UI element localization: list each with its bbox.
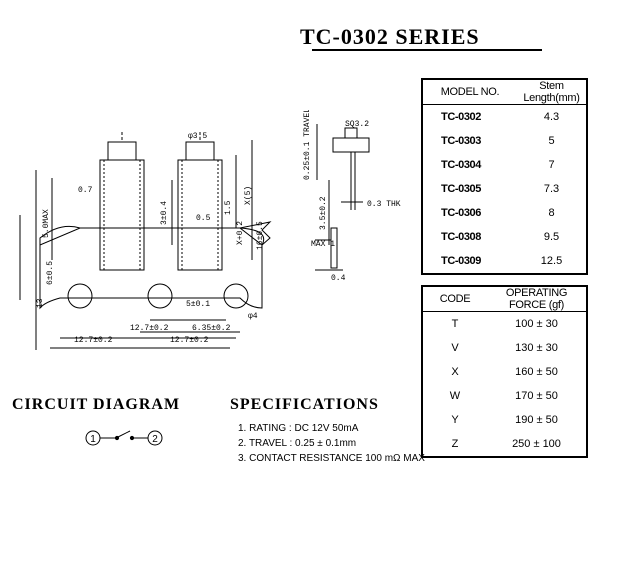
force-row: W 170 ± 50 — [423, 384, 586, 408]
switch-contact — [117, 430, 131, 438]
pin2-label: 2 — [152, 434, 158, 445]
model-value: 7.3 — [543, 183, 560, 195]
header-code: CODE — [423, 287, 487, 312]
side-view-drawing: SQ3.2 0.3 THK MAX 1 0.4 0.25±0.1 TRAVEL … — [303, 110, 401, 283]
dim-15: 1.5 — [224, 200, 233, 215]
model-key: TC-0305 — [441, 183, 481, 195]
side-dim-sq: SQ3.2 — [345, 120, 369, 129]
dim-127c: 12.7±0.2 — [170, 336, 209, 345]
switch-body-left — [99, 159, 145, 271]
header-model-no: MODEL NO. — [423, 80, 517, 105]
model-row: TC-0306 8 — [423, 201, 586, 225]
force-key: Y — [451, 414, 459, 426]
force-row: Y 190 ± 50 — [423, 408, 586, 432]
dim-phi4: φ4 — [248, 312, 258, 321]
force-value: 100 ± 30 — [515, 318, 558, 330]
dim-127b: 12.7±0.2 — [74, 336, 113, 345]
force-value: 160 ± 50 — [515, 366, 558, 378]
model-value: 9.5 — [543, 231, 560, 243]
model-key: TC-0308 — [441, 231, 481, 243]
model-key: TC-0309 — [441, 255, 481, 267]
force-value: 130 ± 30 — [515, 342, 558, 354]
specifications-list: 1. RATING : DC 12V 50mA 2. TRAVEL : 0.25… — [238, 421, 425, 466]
hole-left — [67, 283, 93, 309]
force-table: CODE OPERATING FORCE (gf) T 100 ± 30 V 130 … — [421, 285, 588, 458]
model-value: 5 — [548, 135, 555, 147]
side-dim-max: MAX 1 — [311, 240, 335, 249]
dim-34: 3±0.4 — [160, 201, 169, 225]
force-row: T 100 ± 30 — [423, 312, 586, 337]
spec-item-travel: 2. TRAVEL : 0.25 ± 0.1mm — [238, 438, 357, 449]
force-row: Z 250 ± 100 — [423, 432, 586, 456]
model-row: TC-0302 4.3 — [423, 105, 586, 130]
dim-6: 6±0.5 — [46, 261, 55, 285]
dim-07: 0.7 — [78, 186, 93, 195]
force-key: Z — [451, 438, 459, 450]
dim-635: 6.35±0.2 — [192, 324, 231, 333]
spec-item-resistance: 3. CONTACT RESISTANCE 100 mΩ MAX — [238, 453, 425, 464]
pin1-label: 1 — [90, 434, 96, 445]
force-key: W — [449, 390, 461, 402]
dim-50max: 5.0MAX — [42, 209, 51, 238]
force-key: T — [451, 318, 459, 330]
model-key: TC-0306 — [441, 207, 481, 219]
model-key: TC-0302 — [441, 111, 481, 123]
model-value: 12.5 — [540, 255, 563, 267]
hole-right — [223, 283, 249, 309]
force-value: 170 ± 50 — [515, 390, 558, 402]
force-key: X — [451, 366, 459, 378]
hole-mid — [147, 283, 173, 309]
header-stem-length: Stem Length(mm) — [517, 80, 586, 105]
circuit-diagram: 1 2 — [85, 430, 163, 446]
model-row: TC-0309 12.5 — [423, 249, 586, 273]
dim-05: 0.5 — [196, 214, 211, 223]
side-dim-thk: 0.3 THK — [367, 200, 401, 209]
model-row: TC-0308 9.5 — [423, 225, 586, 249]
dim-127a: 12.7±0.2 — [130, 324, 169, 333]
model-row: TC-0304 7 — [423, 153, 586, 177]
specifications-title: SPECIFICATIONS — [230, 396, 379, 413]
series-title: TC-0302 SERIES — [300, 24, 480, 49]
force-row: X 160 ± 50 — [423, 360, 586, 384]
model-key: TC-0304 — [441, 159, 481, 171]
model-row: TC-0305 7.3 — [423, 177, 586, 201]
dim-x2: X(5) — [244, 186, 253, 205]
spec-item-rating: 1. RATING : DC 12V 50mA — [238, 423, 359, 434]
front-view-drawing: φ3.5 0.7 0.5 5±0.1 φ4 12.7±0.2 6.35±0.2 … — [19, 132, 272, 350]
model-row: TC-0303 5 — [423, 129, 586, 153]
side-dim-04: 0.4 — [331, 274, 346, 283]
force-row: V 130 ± 30 — [423, 336, 586, 360]
side-dim-35: 3.5±0.2 — [319, 196, 328, 230]
dim-165: 16±0.5 — [256, 221, 265, 250]
dim-13: 13 — [36, 298, 45, 308]
model-key: TC-0303 — [441, 135, 481, 147]
force-key: V — [451, 342, 459, 354]
dim-phi35: φ3.5 — [188, 132, 207, 141]
circuit-diagram-title: CIRCUIT DIAGRAM — [12, 396, 181, 413]
model-value: 8 — [548, 207, 555, 219]
force-value: 250 ± 100 — [512, 438, 561, 450]
title-underline — [312, 49, 542, 51]
force-value: 190 ± 50 — [515, 414, 558, 426]
side-dim-travel: 0.25±0.1 TRAVEL — [303, 110, 312, 180]
model-value: 7 — [548, 159, 555, 171]
header-operating-force: OPERATING FORCE (gf) — [487, 287, 586, 312]
force-rows: T 100 ± 30 V 130 ± 30 X 160 ± 50 W 170 ± 50 Y 190… — [423, 312, 586, 457]
dim-5: 5±0.1 — [186, 300, 210, 309]
dim-x: X+0.2 — [236, 221, 245, 245]
model-value: 4.3 — [543, 111, 560, 123]
